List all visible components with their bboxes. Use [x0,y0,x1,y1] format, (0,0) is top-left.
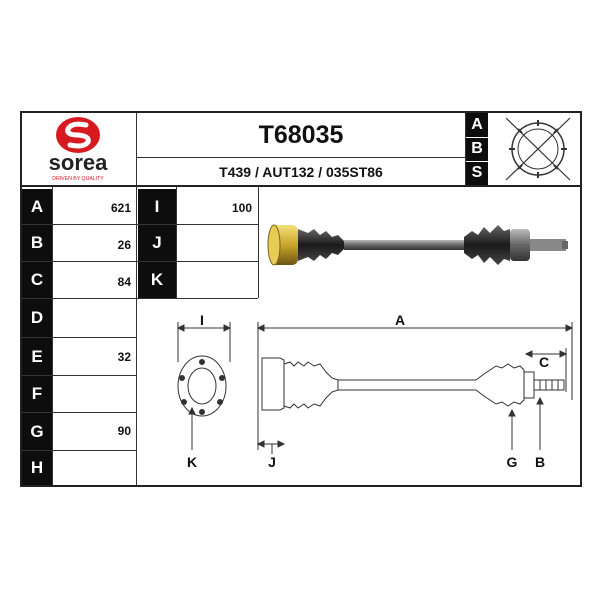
dim-label-e: E [22,338,52,375]
diagram-label-k: K [186,454,198,470]
dim-label-b: B [22,225,52,261]
dim-label-g: G [22,413,52,450]
dim-label-f: F [22,376,52,412]
dim-label-a: A [22,189,52,224]
dim-label-i: I [138,189,176,224]
dim-label-c: C [22,262,52,298]
spec-sheet [20,111,582,487]
diagram-label-c: C [538,354,550,370]
dim-value-a: 621 [110,201,131,215]
alternate-references: T439 / AUT132 / 035ST86 [219,164,383,180]
abs-letter-b: B [466,137,488,161]
brand-logo: sorea DRIVEN BY QUALITY [22,113,135,183]
dim-value-g: 90 [117,424,131,438]
technical-diagram: I A C K J G B [138,300,580,484]
brand-name: sorea [49,150,108,175]
sorea-logo-icon: sorea DRIVEN BY QUALITY [49,117,108,182]
diagram-label-g: G [506,454,518,470]
diagram-label-b: B [534,454,546,470]
abs-ring-icon [500,114,576,184]
abs-letter-s: S [466,161,488,185]
product-photo [262,205,574,277]
dim-label-h: H [22,451,52,485]
dim-value-b: 26 [117,238,131,252]
brand-tagline: DRIVEN BY QUALITY [52,176,104,182]
part-reference: T68035 [258,121,344,149]
dim-value-c: 84 [117,275,131,289]
dim-value-e: 32 [117,350,131,364]
diagram-label-i: I [200,312,204,328]
diagram-label-j: J [268,454,276,470]
dim-value-i: 100 [231,201,252,215]
diagram-label-a: A [394,312,406,328]
dim-label-d: D [22,299,52,337]
dim-label-k: K [138,262,176,298]
dim-label-j: J [138,225,176,261]
abs-letter-a: A [466,113,488,137]
